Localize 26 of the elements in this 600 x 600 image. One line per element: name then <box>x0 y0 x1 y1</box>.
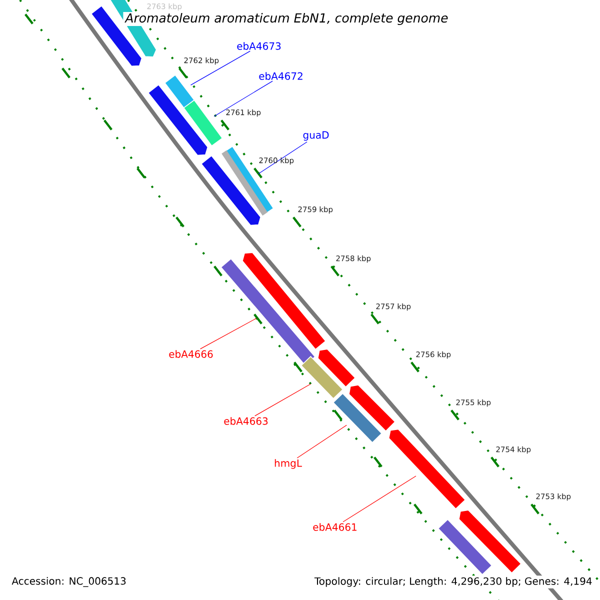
leader-line <box>254 384 311 416</box>
leader-line <box>190 50 250 86</box>
leader-line <box>200 318 257 350</box>
gene-block <box>242 252 326 350</box>
gene-block <box>458 510 522 574</box>
gene-label: ebA4663 <box>224 417 268 425</box>
gene-block <box>164 74 195 108</box>
gene-label: hmgL <box>274 459 302 469</box>
gene-label: guaD <box>303 131 329 141</box>
leader-line <box>342 476 416 522</box>
gene-block <box>348 384 396 432</box>
gene-block <box>148 84 208 156</box>
map-title: Aromatoleum aromaticum EbN1, complete genome <box>123 12 450 26</box>
gene-block <box>183 100 223 146</box>
gene-label: ebA4661 <box>313 523 356 531</box>
info-text: Topology: circular; Length: 4,296,230 bp; Genes: 4,194 <box>312 576 594 588</box>
gene-label: ebA4666 <box>169 350 213 358</box>
leader-line <box>258 142 308 174</box>
info-text: Accession: NC_006513 <box>10 576 128 588</box>
gene-label: ebA4672 <box>259 72 302 80</box>
gene-block <box>220 258 316 366</box>
gene-block <box>388 428 466 510</box>
gene-block <box>317 348 356 388</box>
leader-line <box>296 424 347 458</box>
leader-line <box>214 80 273 117</box>
gene-label: ebA4673 <box>237 42 281 50</box>
